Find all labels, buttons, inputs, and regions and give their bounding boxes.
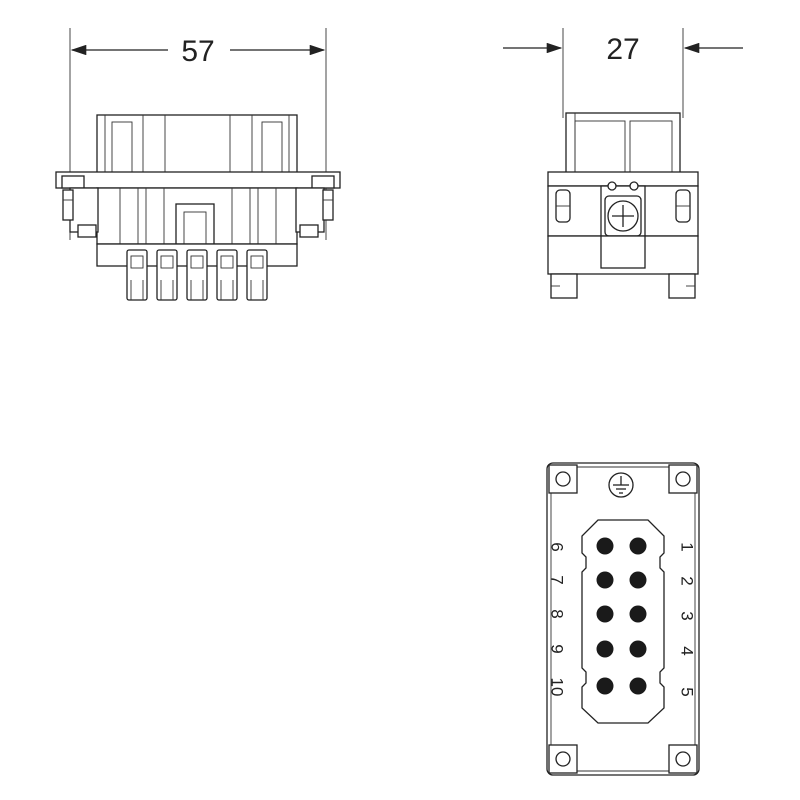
pin-label-1: 1 (678, 542, 697, 551)
side-view: 27 (503, 28, 743, 299)
contact-pins (596, 537, 647, 695)
pin-labels-left: 6 7 8 9 10 (548, 542, 567, 696)
contact-pin (629, 537, 647, 555)
ground-symbol (608, 472, 634, 498)
contact-pin (596, 677, 614, 695)
contact-pin (596, 640, 614, 658)
depth-dimension-label: 27 (606, 33, 639, 66)
pin-label-8: 8 (548, 609, 567, 618)
contact-pin (629, 677, 647, 695)
width-dimension-label: 57 (181, 35, 214, 68)
pin-label-6: 6 (548, 542, 567, 551)
pin-label-2: 2 (678, 576, 697, 585)
pin-label-5: 5 (678, 687, 697, 696)
contact-pin (596, 605, 614, 623)
pin-label-3: 3 (678, 611, 697, 620)
pin-label-7: 7 (548, 575, 567, 584)
pin-label-4: 4 (678, 646, 697, 655)
contact-pin (596, 537, 614, 555)
contact-pin (596, 571, 614, 589)
face-view (546, 462, 700, 776)
width-dimension: 57 (69, 28, 327, 240)
contact-pin (629, 605, 647, 623)
contact-pin (629, 640, 647, 658)
front-view: 57 (55, 28, 341, 301)
depth-dimension: 27 (503, 28, 743, 118)
pin-label-10: 10 (548, 678, 567, 697)
contact-terminals (126, 249, 268, 301)
contact-pin (629, 571, 647, 589)
pin-label-9: 9 (548, 644, 567, 653)
pin-labels-right: 1 2 3 4 5 (678, 542, 697, 696)
